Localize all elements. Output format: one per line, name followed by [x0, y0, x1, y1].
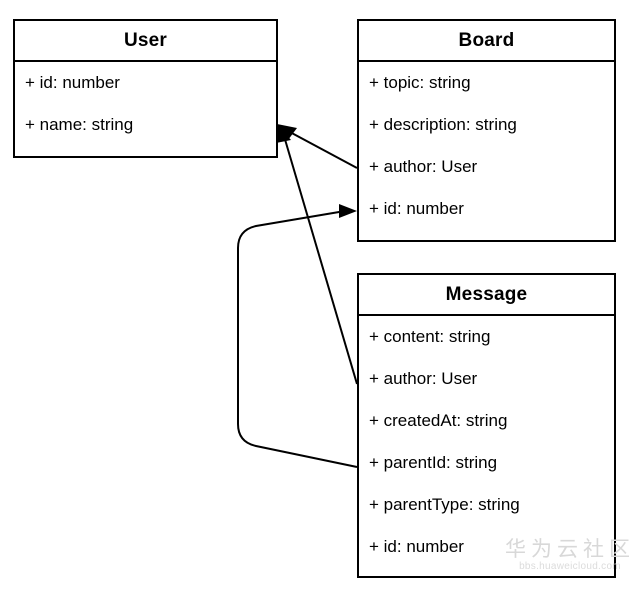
class-title-bar-message: Message: [359, 275, 614, 316]
class-title-user: User: [123, 30, 168, 51]
attribute-row: + topic: string: [369, 73, 471, 92]
attribute-row: + author: User: [369, 369, 478, 388]
edge-message-parentid-to-board-id: [237, 204, 358, 468]
class-attributes-user: + id: number + name: string: [15, 62, 276, 146]
class-attributes-message: + content: string + author: User + creat…: [359, 316, 614, 568]
attribute-row: + parentId: string: [369, 453, 498, 472]
attribute-row: + id: number: [25, 73, 120, 92]
attribute-row: + id: number: [369, 537, 464, 556]
attribute-row: + parentType: string: [369, 495, 520, 514]
class-attributes-board: + topic: string + description: string + …: [359, 62, 614, 230]
class-title-board: Board: [458, 30, 515, 51]
attribute-row: + id: number: [369, 199, 464, 218]
edge-board-author-to-user: [277, 124, 358, 169]
class-box-board[interactable]: Board + topic: string + description: str…: [357, 19, 616, 242]
attribute-row: + content: string: [369, 327, 491, 346]
class-title-bar-board: Board: [359, 21, 614, 62]
attribute-row: + createdAt: string: [369, 411, 508, 430]
class-title-message: Message: [445, 284, 528, 305]
class-box-user[interactable]: User + id: number + name: string: [13, 19, 278, 158]
attribute-row: + name: string: [25, 115, 134, 134]
attribute-row: + author: User: [369, 157, 478, 176]
class-box-message[interactable]: Message + content: string + author: User…: [357, 273, 616, 578]
edge-message-author-to-user: [276, 124, 358, 385]
attribute-row: + description: string: [369, 115, 517, 134]
class-title-bar-user: User: [15, 21, 276, 62]
